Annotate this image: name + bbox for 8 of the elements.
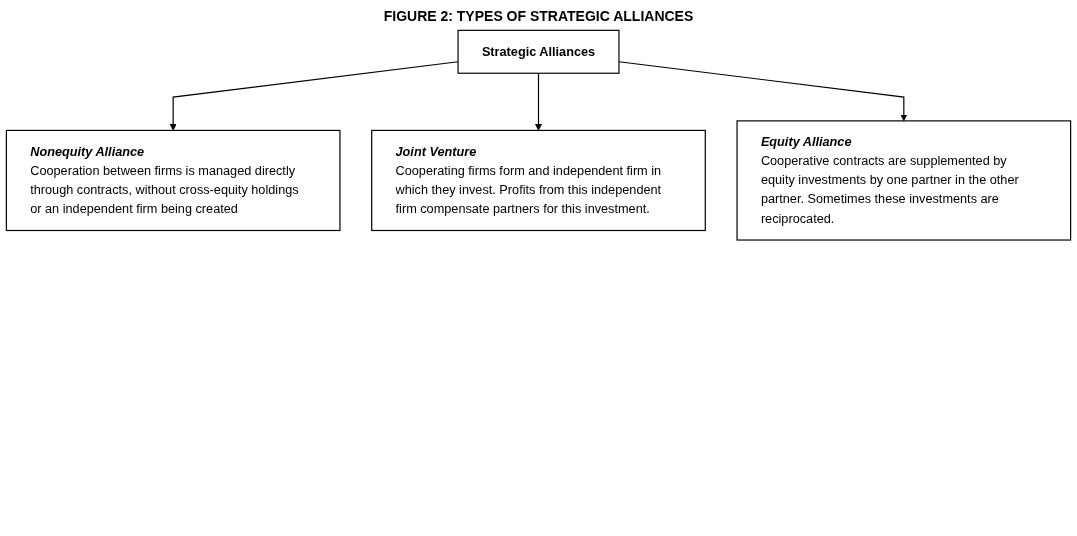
arrow [169, 61, 459, 131]
node-box: Strategic Alliances [457, 29, 620, 74]
node-box: Nonequity Alliance Cooperation between firms is managed directly through contracts, without cross-equity holdings or an independent firm being created [5, 129, 341, 232]
arrow [535, 72, 542, 131]
arrow [618, 61, 908, 122]
node-box: Equity Alliance Cooperative contracts are supplemented by equity investments by one partner in the other partner. Sometimes these investments are reciprocated. [736, 120, 1072, 241]
figure-title: FIGURE 2: TYPES OF STRATEGIC ALLIANCES [382, 7, 695, 24]
node-box: Joint Venture Cooperating firms form and independent firm in which they invest. Profits from this independent firm compensate partners for this investment. [371, 129, 706, 232]
